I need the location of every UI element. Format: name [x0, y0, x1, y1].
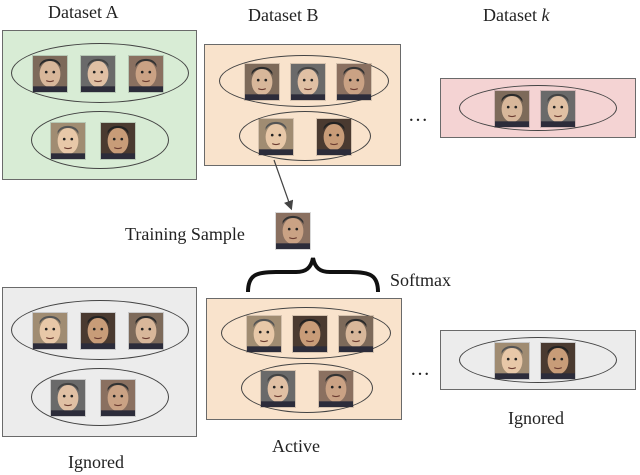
face-thumbnail: [318, 370, 354, 408]
face-thumbnail-selected: [258, 118, 294, 156]
active-label: Active: [272, 436, 320, 456]
face-thumbnail: [336, 63, 372, 101]
identity-group-ellipse: [239, 111, 371, 161]
face-thumbnail: [290, 63, 326, 101]
dataset-k-label: Dataset k: [483, 5, 549, 26]
face-thumbnail: [246, 315, 282, 353]
identity-group-ellipse: [459, 337, 617, 383]
active-dataset-b-box: [206, 298, 402, 420]
training-sample-label: Training Sample: [125, 224, 245, 244]
more-datasets-ellipsis: …: [408, 104, 429, 126]
face-thumbnail: [540, 90, 576, 128]
dataset-b-label: Dataset B: [248, 5, 319, 25]
identity-group-ellipse: [221, 307, 391, 359]
face-thumbnail: [244, 63, 280, 101]
dataset-k-box: [440, 78, 636, 138]
face-thumbnail: [80, 312, 116, 350]
ignored-dataset-a-box: [2, 287, 197, 437]
identity-group-ellipse: [11, 43, 189, 103]
face-thumbnail: [494, 342, 530, 380]
identity-group-ellipse: [459, 85, 617, 131]
identity-group-ellipse: [219, 55, 389, 107]
face-thumbnail: [494, 90, 530, 128]
training-sample-face: [275, 212, 311, 250]
face-thumbnail: [338, 315, 374, 353]
softmax-brace: [246, 257, 380, 293]
face-thumbnail: [50, 379, 86, 417]
identity-group-ellipse: [31, 368, 169, 426]
face-thumbnail: [128, 55, 164, 93]
dataset-a-label: Dataset A: [48, 2, 119, 22]
identity-group-ellipse: [241, 363, 373, 413]
dataset-k-prefix: Dataset: [483, 5, 542, 25]
sample-arrow: [273, 159, 294, 211]
face-thumbnail: [80, 55, 116, 93]
dataset-b-box: [204, 44, 401, 166]
face-thumbnail: [292, 315, 328, 353]
ignored-dataset-k-box: [440, 330, 636, 390]
identity-group-ellipse: [11, 300, 189, 360]
face-thumbnail: [100, 122, 136, 160]
ignored-right-label: Ignored: [508, 408, 564, 428]
more-datasets-ellipsis: …: [410, 358, 431, 380]
dataset-k-variable: k: [541, 5, 550, 25]
face-thumbnail: [260, 370, 296, 408]
identity-group-ellipse: [31, 111, 169, 169]
ignored-left-label: Ignored: [68, 452, 124, 472]
face-thumbnail: [100, 379, 136, 417]
face-thumbnail: [128, 312, 164, 350]
face-thumbnail: [316, 118, 352, 156]
face-thumbnail: [50, 122, 86, 160]
dataset-a-box: [2, 30, 197, 180]
face-thumbnail: [32, 312, 68, 350]
face-thumbnail: [540, 342, 576, 380]
softmax-label: Softmax: [390, 270, 451, 290]
face-thumbnail: [32, 55, 68, 93]
